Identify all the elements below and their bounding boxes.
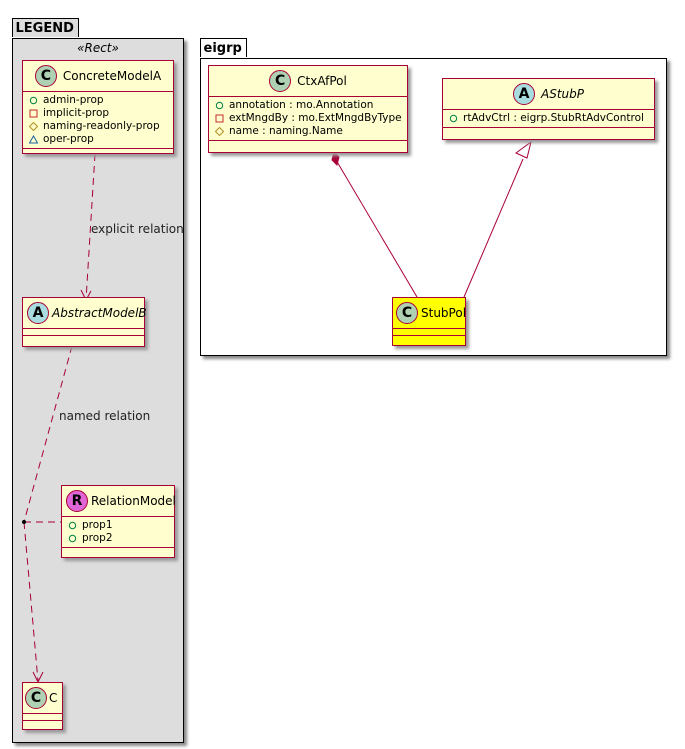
- class-concrete-model-a[interactable]: C ConcreteModelA admin-prop implicit-pro…: [22, 60, 174, 154]
- class-c-icon: C: [25, 687, 47, 709]
- composition-edge: [335, 159, 418, 298]
- class-header: C CtxAfPol: [209, 66, 407, 97]
- named-relation-edge-lower: [23, 521, 39, 682]
- method-list: [209, 141, 407, 148]
- attribute: oper-prop: [29, 133, 167, 146]
- attribute: annotation : mo.Annotation: [215, 99, 401, 112]
- class-name: AbstractModelB: [52, 306, 147, 320]
- class-header: C C: [23, 683, 62, 714]
- attribute-list: [23, 714, 62, 721]
- legend-package-tab: LEGEND: [11, 18, 79, 37]
- named-relation-label: named relation: [59, 409, 151, 423]
- generalization-triangle: [515, 140, 532, 159]
- attribute: admin-prop: [29, 94, 167, 107]
- package-triangle-icon: [29, 135, 38, 144]
- class-name: RelationModel: [91, 494, 176, 508]
- attribute-text: extMngdBy : mo.ExtMngdByType: [229, 112, 402, 124]
- attribute-text: oper-prop: [43, 133, 94, 145]
- class-stub-pol[interactable]: C StubPol: [392, 297, 466, 346]
- method-list: [393, 336, 465, 343]
- class-name: AStubP: [541, 87, 584, 101]
- protected-diamond-icon: [215, 127, 224, 136]
- class-a-icon: A: [513, 83, 535, 105]
- method-list: [23, 721, 62, 728]
- class-name: C: [49, 691, 58, 705]
- class-r-icon: R: [66, 490, 88, 512]
- attribute: prop1: [68, 519, 168, 532]
- attribute-text: prop2: [82, 532, 113, 544]
- class-header: C ConcreteModelA: [23, 61, 173, 92]
- attribute-list: [23, 329, 144, 336]
- attribute-text: rtAdvCtrl : eigrp.StubRtAdvControl: [463, 112, 644, 124]
- attribute-list: admin-prop implicit-prop naming-readonly…: [23, 92, 173, 149]
- class-abstract-model-b[interactable]: A AbstractModelB: [22, 297, 147, 347]
- attribute: implicit-prop: [29, 107, 167, 120]
- public-circle-icon: [68, 534, 77, 543]
- class-c-icon: C: [269, 70, 292, 92]
- legend-package: LEGEND «Rect»: [11, 18, 184, 743]
- attribute-text: prop1: [82, 519, 113, 531]
- class-c-icon: C: [396, 302, 418, 324]
- method-list: [23, 149, 173, 156]
- public-circle-icon: [68, 521, 77, 530]
- class-ctx-af-pol[interactable]: C CtxAfPol annotation : mo.Annotation ex…: [208, 65, 408, 153]
- public-circle-icon: [215, 101, 224, 110]
- class-c-icon: C: [34, 65, 57, 87]
- explicit-relation-edge: [85, 153, 96, 301]
- attribute-list: rtAdvCtrl : eigrp.StubRtAdvControl: [443, 110, 654, 128]
- legend-stereotype: «Rect»: [77, 41, 119, 55]
- attribute: naming-readonly-prop: [29, 120, 167, 133]
- class-relation-model[interactable]: R RelationModel prop1 prop2: [61, 485, 176, 558]
- private-square-icon: [29, 109, 38, 118]
- private-square-icon: [215, 114, 224, 123]
- attribute-text: admin-prop: [43, 94, 104, 106]
- relation-junction-dot: [22, 520, 26, 524]
- class-header: A AbstractModelB: [23, 298, 147, 329]
- eigrp-package-name: eigrp: [203, 41, 242, 56]
- protected-diamond-icon: [29, 122, 38, 131]
- attribute-text: implicit-prop: [43, 107, 110, 119]
- eigrp-package-tab: eigrp: [199, 38, 247, 57]
- class-a-stub-p[interactable]: A AStubP rtAdvCtrl : eigrp.StubRtAdvCont…: [442, 78, 655, 140]
- class-name: ConcreteModelA: [62, 69, 162, 83]
- class-name: StubPol: [421, 306, 467, 320]
- class-header: R RelationModel: [62, 486, 176, 517]
- class-header: C StubPol: [393, 298, 467, 329]
- attribute-text: name : naming.Name: [229, 125, 343, 137]
- method-list: [443, 128, 654, 135]
- attribute-list: annotation : mo.Annotation extMngdBy : m…: [209, 97, 407, 141]
- public-circle-icon: [449, 114, 458, 123]
- legend-package-name: LEGEND: [15, 21, 74, 36]
- attribute: rtAdvCtrl : eigrp.StubRtAdvControl: [449, 112, 648, 125]
- class-name: CtxAfPol: [297, 74, 347, 88]
- attribute-list: [393, 329, 465, 336]
- attribute: prop2: [68, 532, 168, 545]
- method-list: [23, 336, 144, 343]
- attribute-text: annotation : mo.Annotation: [229, 99, 374, 111]
- attribute: extMngdBy : mo.ExtMngdByType: [215, 112, 402, 125]
- generalization-edge: [463, 158, 524, 298]
- attribute-list: prop1 prop2: [62, 517, 174, 548]
- attribute: name : naming.Name: [215, 125, 401, 138]
- composition-diamond: [331, 151, 340, 166]
- attribute-text: naming-readonly-prop: [43, 120, 160, 132]
- explicit-relation-label: explicit relation: [91, 222, 184, 236]
- class-header: A AStubP: [443, 79, 654, 110]
- class-a-icon: A: [27, 302, 49, 324]
- class-c[interactable]: C C: [22, 682, 63, 730]
- named-relation-edge-upper: [23, 345, 73, 523]
- public-circle-icon: [29, 96, 38, 105]
- method-list: [62, 548, 174, 555]
